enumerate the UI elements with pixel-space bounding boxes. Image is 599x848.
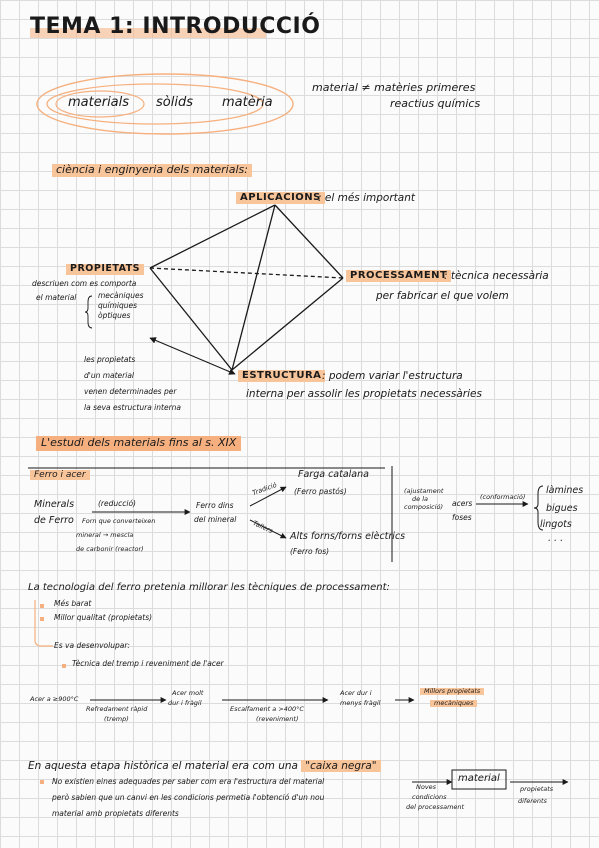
tremp: (tremp): [104, 715, 129, 723]
note-line-4: la seva estructura interna: [84, 403, 182, 412]
material-box-label: material: [458, 773, 500, 784]
noves-2: condicions: [412, 793, 447, 801]
ajust-3: composició): [404, 503, 444, 511]
ellipse-outer: [36, 73, 294, 135]
product-3: lingots: [540, 519, 572, 530]
section1-heading: ciència i enginyeria dels materials:: [52, 163, 252, 177]
propietats-diff-1: propietats: [520, 785, 554, 793]
acers-1: acers: [452, 499, 473, 508]
caixa-negra: "caixa negra": [301, 760, 381, 772]
develop-item: Tècnica del tremp i reveniment de l'acer: [72, 659, 224, 668]
ferro-fos: (Ferro fos): [290, 547, 330, 556]
ajust-2: de la: [412, 495, 428, 503]
estructura-label: ESTRUCTURA: [238, 370, 326, 382]
ajust-1: (ajustament: [404, 487, 444, 495]
material-box: [451, 769, 507, 790]
bullet-2: Millor qualitat (propietats): [54, 613, 153, 622]
conformacio: (conformació): [480, 493, 526, 501]
ellipse-word-materia: matèria: [222, 95, 273, 110]
propietats-desc-2: el material: [36, 293, 77, 302]
product-1: làmines: [546, 485, 584, 496]
product-2: bigues: [546, 503, 578, 514]
reveniment: (reveniment): [256, 715, 299, 723]
ellipse-middle: [46, 83, 264, 125]
minerals-2: de Ferro: [34, 515, 74, 526]
section4-line4: material amb propietats diferents: [52, 809, 179, 818]
noves-3: del processament: [406, 803, 465, 811]
bullet-1: Més barat: [54, 599, 92, 608]
page-title: TEMA 1: INTRODUCCIÓ: [30, 14, 321, 39]
section3-heading: La tecnologia del ferro pretenia millora…: [28, 582, 390, 593]
farga-1: Farga catalana: [298, 469, 369, 480]
propietats-diff-2: diferents: [518, 797, 547, 805]
section2-subheading: Ferro i acer: [30, 470, 90, 481]
propietats-label: PROPIETATS: [66, 263, 145, 275]
acers-2: foses: [452, 513, 472, 522]
section2-heading: L'estudi dels materials fins al s. XIX: [36, 436, 242, 451]
ellipse-inner: [55, 90, 145, 118]
acer-molt-1: Acer molt: [172, 689, 204, 697]
processament-label: PROCESSAMENT: [346, 270, 452, 282]
alts-forns: Alts forns/forns elèctrics: [290, 531, 406, 542]
reduccio-note-1: Forn que converteixen: [82, 517, 156, 525]
section4-line1-text: En aquesta etapa històrica el material e…: [28, 760, 298, 772]
tetrahedron: [149, 204, 344, 371]
section4-line1: En aquesta etapa històrica el material e…: [28, 760, 381, 772]
estructura-desc-1: : podem variar l'estructura: [322, 370, 463, 382]
note-line-1: les propietats: [84, 355, 136, 364]
note-line-3: venen determinades per: [84, 387, 177, 396]
acer-dur-2: menys fràgil: [340, 699, 381, 707]
processament-desc-1: : tècnica necessària: [444, 270, 549, 282]
neq-line-1: material ≠ matèries primeres: [312, 81, 476, 94]
farga-2: (Ferro pastós): [294, 487, 347, 496]
reduccio: (reducció): [98, 499, 136, 508]
propietats-item-1: mecàniques: [98, 291, 144, 300]
millors-2: mecàniques: [430, 699, 478, 708]
ellipse-word-materials: materials: [68, 95, 130, 110]
processament-desc-2: per fabricar el que volem: [376, 290, 509, 302]
propietats-item-2: químiques: [98, 301, 138, 310]
propietats-desc-1: descriuen com es comporta: [32, 279, 137, 288]
refredament: Refredament ràpid: [86, 705, 148, 713]
millors-1: Millors propietats: [420, 687, 485, 696]
reduccio-note-2: mineral → mescla: [76, 531, 134, 539]
estructura-desc-2: interna per assolir les propietats neces…: [246, 388, 482, 400]
propietats-item-3: òptiques: [98, 311, 131, 320]
neq-line-2: reactius químics: [390, 97, 481, 110]
noves-1: Noves: [416, 783, 437, 791]
escalfament: Escalfament a >400°C: [230, 705, 304, 713]
ferro-dins-1: Ferro dins: [196, 501, 234, 510]
acer-dur-1: Acer dur i: [340, 689, 372, 697]
ellipse-word-solids: sòlids: [156, 95, 193, 110]
aplicacions-label: APLICACIONS: [236, 192, 325, 204]
product-4: . . .: [548, 533, 564, 544]
reduccio-note-3: de carbonir (reactor): [76, 545, 144, 553]
ferro-dins-2: del mineral: [194, 515, 237, 524]
develop-label: Es va desenvolupar:: [54, 641, 130, 650]
section4-line3: però sabien que un canvi en les condicio…: [52, 793, 325, 802]
title-highlight: [30, 28, 266, 38]
aplicacions-desc: : el més important: [318, 192, 415, 204]
minerals-1: Minerals: [34, 499, 75, 510]
acer-molt-2: dur i fràgil: [168, 699, 202, 707]
acer-temp: Acer a ≥900°C: [30, 695, 79, 703]
section4-line2: No existien eines adequades per saber co…: [52, 777, 325, 786]
note-line-2: d'un material: [84, 371, 135, 380]
